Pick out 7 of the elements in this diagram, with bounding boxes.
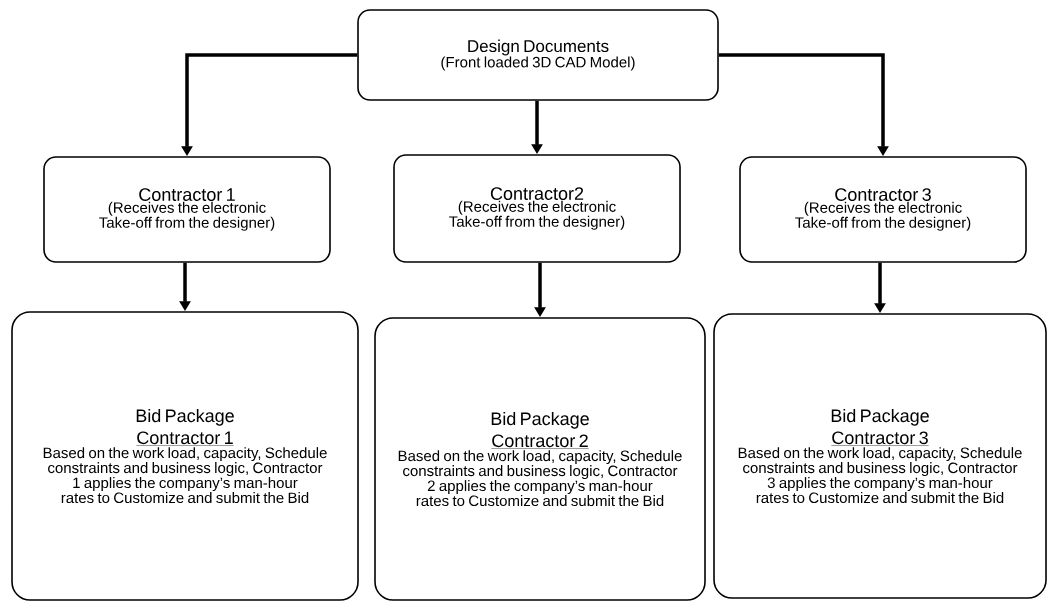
bid-package-box: Bid Package Contractor 1 Based on the work load, capacity, Schedule constraints and business logic, Contractor 1 applies the company’s man-hour rates to Customize and submit the Bid (11, 311, 359, 601)
contractor-box: Contractor2 (Receives the electronic Take-off from the designer) (393, 154, 681, 263)
bid-package-box: Bid Package Contractor 3 Based on the work load, capacity, Schedule constraints and business logic, Contractor 3 applies the company’s man-hour rates to Customize and submit the Bid (713, 313, 1047, 599)
contractor-box: Contractor 1 (Receives the electronic Take-off from the designer) (43, 156, 331, 263)
bid-package-box: Bid Package Contractor 2 Based on the work load, capacity, Schedule constraints and business logic, Contractor 2 applies the company’s man-hour rates to Customize and submit the Bid (374, 317, 706, 601)
document-box: Design Documents (Front loaded 3D CAD Model) (357, 9, 719, 101)
contractor-box: Contractor 3 (Receives the electronic Take-off from the designer) (739, 156, 1027, 263)
